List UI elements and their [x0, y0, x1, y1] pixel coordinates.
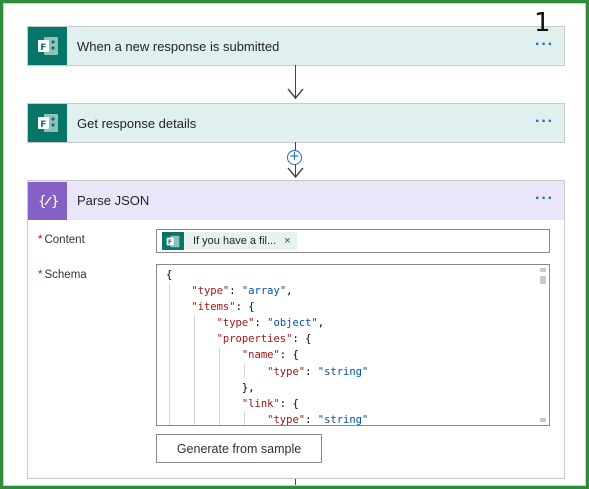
- scroll-up-icon[interactable]: [540, 268, 546, 272]
- scroll-thumb[interactable]: [540, 276, 546, 284]
- code-line: "items": {: [191, 301, 255, 314]
- forms-icon: F: [162, 232, 184, 250]
- required-marker: *: [38, 269, 43, 281]
- remove-token-icon[interactable]: ×: [284, 235, 291, 247]
- svg-text:F: F: [168, 240, 172, 246]
- scroll-down-icon[interactable]: [540, 418, 546, 422]
- code-line: },: [241, 381, 255, 394]
- code-line: "type": "string": [267, 365, 369, 378]
- code-line: "link": {: [241, 397, 299, 410]
- forms-icon: F: [28, 104, 67, 142]
- parse-json-title: Parse JSON: [77, 193, 150, 208]
- generate-from-sample-button[interactable]: Generate from sample: [156, 434, 322, 463]
- svg-text:F: F: [40, 43, 46, 53]
- step-annotation-number: 1: [534, 8, 551, 38]
- more-options-icon[interactable]: ···: [535, 113, 554, 130]
- get-response-step-title: Get response details: [77, 115, 197, 131]
- more-options-icon[interactable]: ···: [535, 36, 554, 53]
- indent-guide: [244, 411, 245, 425]
- connector-line: [295, 479, 296, 489]
- indent-guide: [244, 363, 245, 379]
- expression-icon: { }: [28, 181, 67, 220]
- schema-code-editor[interactable]: { "type": "array", "items": { "type": "o…: [156, 264, 550, 426]
- code-line: "type": "array",: [191, 285, 293, 298]
- code-line: "properties": {: [216, 333, 312, 346]
- code-line: "type": "string": [267, 413, 369, 426]
- token-text: If you have a fil...: [193, 235, 277, 247]
- arrow-down-icon: [287, 88, 304, 100]
- arrow-down-icon: [287, 167, 304, 179]
- indent-guide: [169, 283, 170, 425]
- schema-code[interactable]: { "type": "array", "items": { "type": "o…: [166, 267, 369, 426]
- content-input[interactable]: F If you have a fil... ×: [156, 229, 550, 253]
- svg-text:}: }: [51, 194, 59, 210]
- svg-text:{: {: [38, 194, 46, 210]
- content-field-label: *Content: [38, 234, 85, 246]
- parse-json-step-card: { } Parse JSON ··· *Content F If you hav…: [27, 180, 565, 479]
- schema-label-text: Schema: [44, 269, 87, 281]
- dynamic-content-token[interactable]: F If you have a fil... ×: [162, 232, 297, 250]
- connector-line: [295, 65, 296, 99]
- code-line: {: [166, 269, 173, 281]
- forms-icon: F: [28, 27, 67, 65]
- code-line: "name": {: [241, 349, 299, 362]
- parse-json-header[interactable]: { } Parse JSON ···: [28, 181, 564, 220]
- insert-step-plus-icon[interactable]: +: [287, 150, 302, 165]
- get-response-step-header[interactable]: F Get response details ···: [28, 104, 564, 142]
- required-marker: *: [38, 234, 43, 246]
- schema-field-label: *Schema: [38, 269, 87, 281]
- svg-text:F: F: [40, 120, 46, 130]
- content-label-text: Content: [44, 234, 85, 246]
- editor-scrollbar[interactable]: [537, 265, 549, 425]
- more-options-icon[interactable]: ···: [535, 190, 554, 207]
- trigger-step-header[interactable]: F When a new response is submitted ···: [28, 27, 564, 65]
- indent-guide: [194, 315, 195, 425]
- trigger-step-card[interactable]: F When a new response is submitted ···: [27, 26, 565, 66]
- indent-guide: [219, 347, 220, 425]
- get-response-step-card[interactable]: F Get response details ···: [27, 103, 565, 143]
- code-line: "type": "object",: [216, 317, 325, 330]
- trigger-step-title: When a new response is submitted: [77, 38, 280, 54]
